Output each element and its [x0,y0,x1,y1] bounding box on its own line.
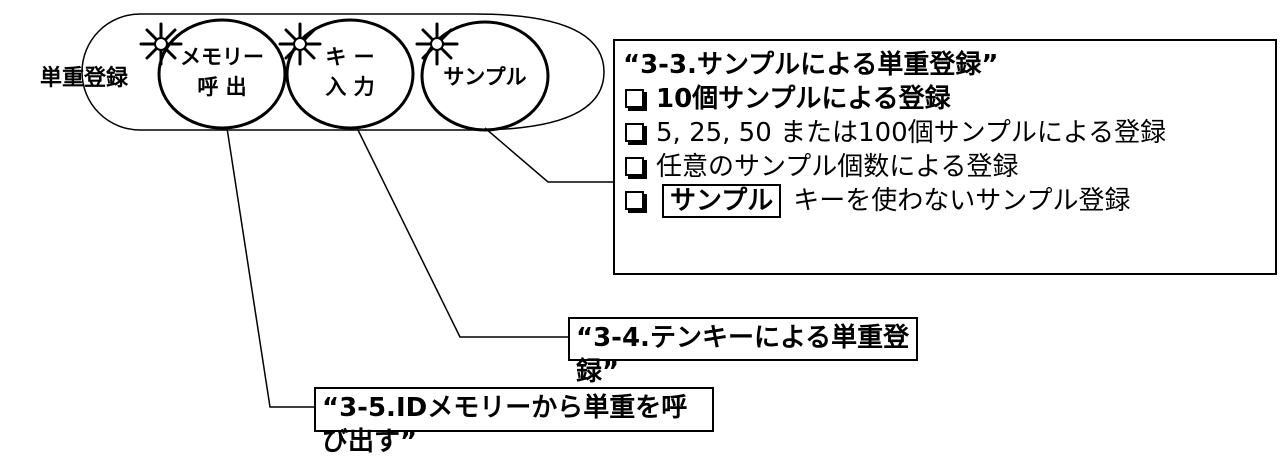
key-input-key-line2: 入 力 [325,75,375,99]
section-3-5-title: “3-5.IDメモリーから単重を呼び出す” [322,393,688,457]
list-item: 10個サンプルによる登録 [623,82,1275,116]
checkbox-icon [625,157,644,176]
section-3-3-title: “3-3.サンプルによる単重登録” [623,50,999,80]
section-3-4-box: “3-4.テンキーによる単重登録” [568,317,918,387]
sample-key-outline [420,20,550,132]
section-3-4-title: “3-4.テンキーによる単重登録” [576,323,910,387]
key-input-key-outline [285,18,415,130]
sample-key-line1: サンプル [443,65,527,89]
key-input-key[interactable]: キ ー 入 力 [290,42,410,102]
panel-label: 単重登録 [40,66,129,91]
leader-line-key-input [356,127,568,338]
section-3-3-box: “3-3.サンプルによる単重登録” 10個サンプルによる登録 5, 25, 50… [613,39,1277,275]
light-burst-icon [415,22,459,66]
key-input-key-line1: キ ー [325,45,375,69]
memory-recall-key-outline [157,18,287,130]
sample-key[interactable]: サンプル [425,62,545,92]
checkbox-icon [625,89,644,108]
leader-line-memory-recall [226,127,314,408]
leader-line-sample [484,127,614,183]
checkbox-icon [625,123,644,142]
section-3-5-box: “3-5.IDメモリーから単重を呼び出す” [314,387,714,457]
connector-layer [81,13,614,408]
list-item: 任意のサンプル個数による登録 [623,150,1275,184]
list-item: サンプルキーを使わないサンプル登録 [623,184,1275,218]
checkbox-icon [625,191,644,210]
memory-recall-key[interactable]: メモリー 呼 出 [162,42,282,102]
memory-recall-key-line1: メモリー [180,45,264,69]
sample-key-label: サンプル [662,184,782,218]
memory-recall-key-line2: 呼 出 [197,75,247,99]
light-burst-icon [139,22,183,66]
list-item: 5, 25, 50 または100個サンプルによる登録 [623,116,1275,150]
light-burst-icon [278,22,322,66]
